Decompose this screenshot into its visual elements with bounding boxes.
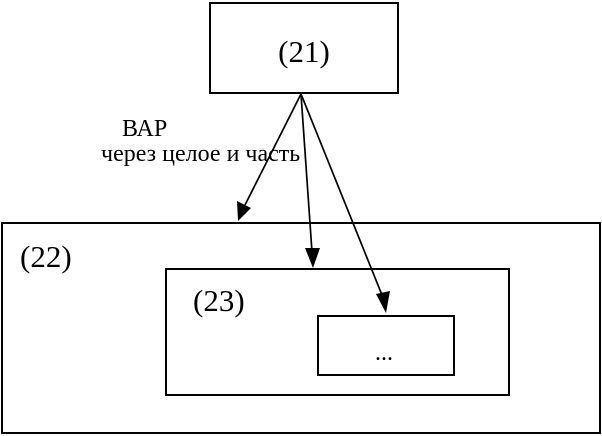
box-21: (21) [209,2,399,94]
arrow-to-box-23-line [300,93,313,253]
annotation-line-1: ВАР [122,116,167,142]
box-more-frame [317,315,455,376]
arrow-to-box-22 [237,93,302,221]
box-23-label: (23) [193,283,245,318]
arrow-to-box-23-head [305,248,320,268]
box-22-label: (22) [20,239,72,274]
box-more: ... [317,315,455,376]
box-21-label: (21) [278,34,330,69]
box-more-label: ... [375,340,393,366]
annotation: ВАР через целое и часть [101,116,300,167]
arrow-to-box-more-line [300,93,383,296]
arrow-to-box-more [300,93,390,313]
arrow-to-box-23 [300,93,320,268]
arrow-to-box-22-line [244,93,302,206]
arrow-to-box-22-head [237,201,251,221]
arrow-to-box-more-head [376,291,390,313]
box-21-frame [209,2,399,94]
